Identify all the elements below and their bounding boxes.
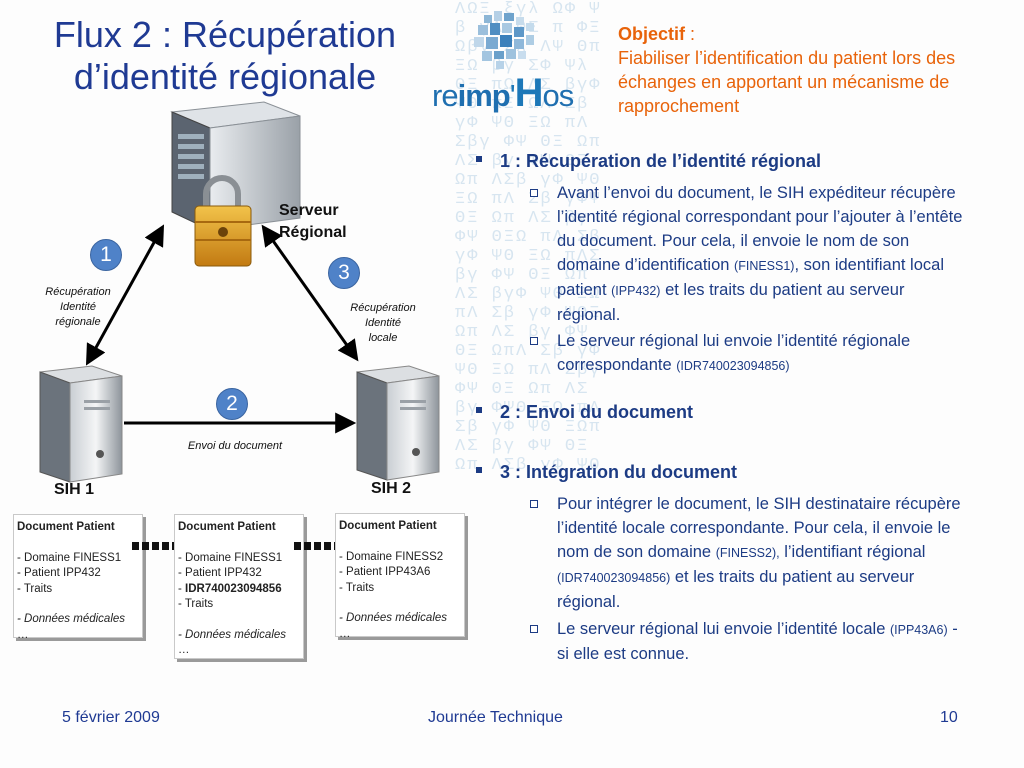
- arrow-step-1: [85, 224, 165, 366]
- dotted-arrow-2: [294, 542, 342, 550]
- document-line: - Traits: [17, 582, 53, 595]
- objective-block: Objectif : Fiabiliser l’identification d…: [618, 22, 1013, 118]
- document-data: - Données médicales: [339, 612, 448, 624]
- step-1-badge: 1: [90, 239, 122, 271]
- document-line: - Domaine FINESS1: [178, 551, 283, 564]
- document-more: …: [339, 627, 351, 640]
- document-line: - Traits: [178, 598, 214, 610]
- hollow-square-bullet-icon: [530, 500, 538, 508]
- objective-label: Objectif: [618, 24, 686, 44]
- document-line: - Patient IPP43A6: [339, 566, 431, 578]
- section-3-heading: 3 : Intégration du document: [476, 462, 737, 483]
- sih1-computer-icon: [39, 365, 123, 483]
- arrow-step-3: [261, 224, 359, 362]
- flow-diagram: Serveur Régional SIH 1 SIH 2 1 2 3 Récup…: [0, 100, 460, 520]
- sih2-computer-icon: [356, 365, 440, 481]
- document-more: …: [17, 628, 29, 641]
- footer-date: 5 février 2009: [62, 709, 160, 726]
- section-3-item-2: Le serveur régional lui envoie l’identit…: [530, 617, 972, 666]
- padlock-icon: [194, 175, 252, 267]
- document-line: - Traits: [339, 581, 375, 594]
- diagram-graphics: [39, 101, 440, 483]
- square-bullet-icon: [476, 407, 482, 413]
- section-1-item-1: Avant l’envoi du document, le SIH expédi…: [530, 181, 972, 327]
- square-bullet-icon: [476, 156, 482, 162]
- title-line-2: d’identité régionale: [73, 56, 377, 97]
- sih1-label: SIH 1: [54, 481, 95, 498]
- document-data: - Données médicales: [17, 613, 126, 625]
- objective-text: Fiabiliser l’identification du patient l…: [618, 48, 956, 116]
- document-title: Document Patient: [339, 520, 437, 532]
- section-3-item-1: Pour intégrer le document, le SIH destin…: [530, 492, 972, 614]
- document-line: - Patient IPP432: [178, 567, 262, 579]
- sih2-label: SIH 2: [371, 480, 412, 497]
- reimphos-logo: reimp'Hos: [432, 5, 582, 115]
- page-title: Flux 2 : Récupération d’identité régiona…: [20, 14, 430, 98]
- step-2-badge: 2: [216, 388, 248, 420]
- background-decoration: ΛΩΞ ξγλ ΩΦ Ψβ γΛ ΘΣ π ΦΞ Ωβγ Σλ ΛΨ Θπ ΞΩ…: [455, 0, 602, 470]
- document-idr: IDR740023094856: [185, 582, 282, 595]
- square-bullet-icon: [476, 467, 482, 473]
- footer-page-number: 10: [940, 709, 958, 726]
- section-1-item-2: Le serveur régional lui envoie l’identit…: [530, 329, 972, 378]
- edge-label-3: Récupération Identité locale: [350, 302, 416, 344]
- section-2-heading: 2 : Envoi du document: [476, 402, 693, 423]
- document-line: - Domaine FINESS2: [339, 550, 444, 563]
- document-card-1: Document Patient - Domaine FINESS1 - Pat…: [13, 514, 143, 641]
- edge-label-1: Récupération Identité régionale: [45, 286, 111, 328]
- document-data: - Données médicales: [178, 628, 287, 641]
- step-3-badge: 3: [328, 257, 360, 289]
- hollow-square-bullet-icon: [530, 189, 538, 197]
- regional-server-icon: [170, 101, 301, 231]
- document-line: - Domaine FINESS1: [17, 551, 122, 564]
- logo-wordmark: reimp'Hos: [432, 71, 574, 115]
- hollow-square-bullet-icon: [530, 625, 538, 633]
- title-line-1: Flux 2 : Récupération: [53, 14, 397, 55]
- footer-event: Journée Technique: [428, 709, 563, 726]
- logo-mosaic-icon: [474, 11, 534, 69]
- edge-label-2: Envoi du document: [187, 440, 283, 452]
- objective-colon: :: [685, 24, 696, 44]
- document-line: - Patient IPP432: [17, 567, 101, 579]
- document-card-3: Document Patient - Domaine FINESS2 - Pat…: [335, 513, 465, 640]
- document-title: Document Patient: [17, 521, 115, 533]
- document-title: Document Patient: [178, 521, 276, 533]
- hollow-square-bullet-icon: [530, 337, 538, 345]
- document-more: …: [178, 644, 190, 656]
- dotted-arrow-1: [132, 542, 180, 550]
- server-label: Serveur Régional: [279, 202, 347, 241]
- document-card-2: Document Patient - Domaine FINESS1 - Pat…: [174, 514, 304, 659]
- section-1-heading: 1 : Récupération de l’identité régional: [476, 151, 821, 172]
